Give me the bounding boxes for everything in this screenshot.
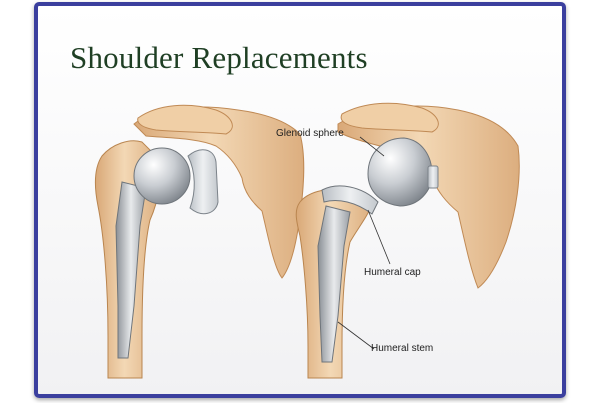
humeral-cap-leader <box>367 209 391 265</box>
glenoid-sphere-label: Glenoid sphere <box>276 128 344 139</box>
humeral-stem-leader <box>337 321 375 350</box>
shoulder-illustration: Glenoid sphere Humeral cap Humeral stem <box>94 102 520 379</box>
callouts: Glenoid sphere Humeral cap Humeral stem <box>276 128 433 354</box>
right-shoulder-figure <box>295 102 520 379</box>
right-humeral-cap <box>321 185 379 215</box>
left-acromion <box>137 104 233 135</box>
right-acromion <box>340 102 439 133</box>
humeral-stem-label: Humeral stem <box>371 343 433 354</box>
left-glenoid-cup <box>187 149 219 215</box>
right-humeral-stem <box>317 205 351 363</box>
right-glenoid-baseplate <box>427 165 439 189</box>
right-glenoid-sphere <box>367 137 433 207</box>
slide-frame: Shoulder Replacements <box>34 2 566 398</box>
left-humeral-head-ball <box>133 147 191 205</box>
left-scapula <box>133 106 305 279</box>
humeral-cap-label: Humeral cap <box>364 267 421 278</box>
slide-title: Shoulder Replacements <box>70 40 368 75</box>
glenoid-sphere-leader <box>359 136 385 157</box>
left-humeral-stem <box>115 181 147 359</box>
left-shoulder-figure <box>94 104 305 379</box>
